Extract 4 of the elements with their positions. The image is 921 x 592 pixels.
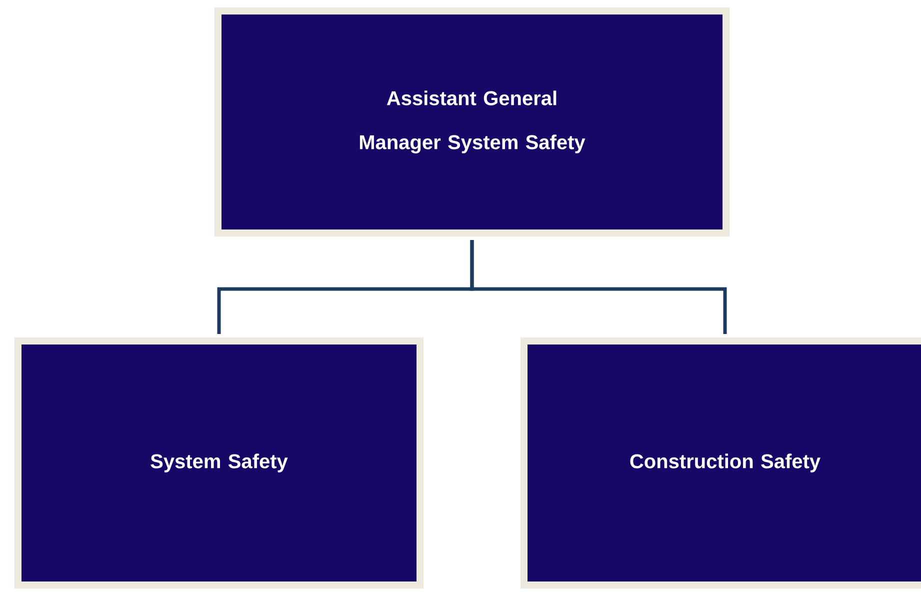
org-box: Construction Safety bbox=[520, 338, 921, 588]
org-box: Assistant General Manager System Safety bbox=[214, 8, 730, 236]
org-box: System Safety bbox=[14, 338, 424, 588]
connector-line bbox=[470, 240, 727, 334]
